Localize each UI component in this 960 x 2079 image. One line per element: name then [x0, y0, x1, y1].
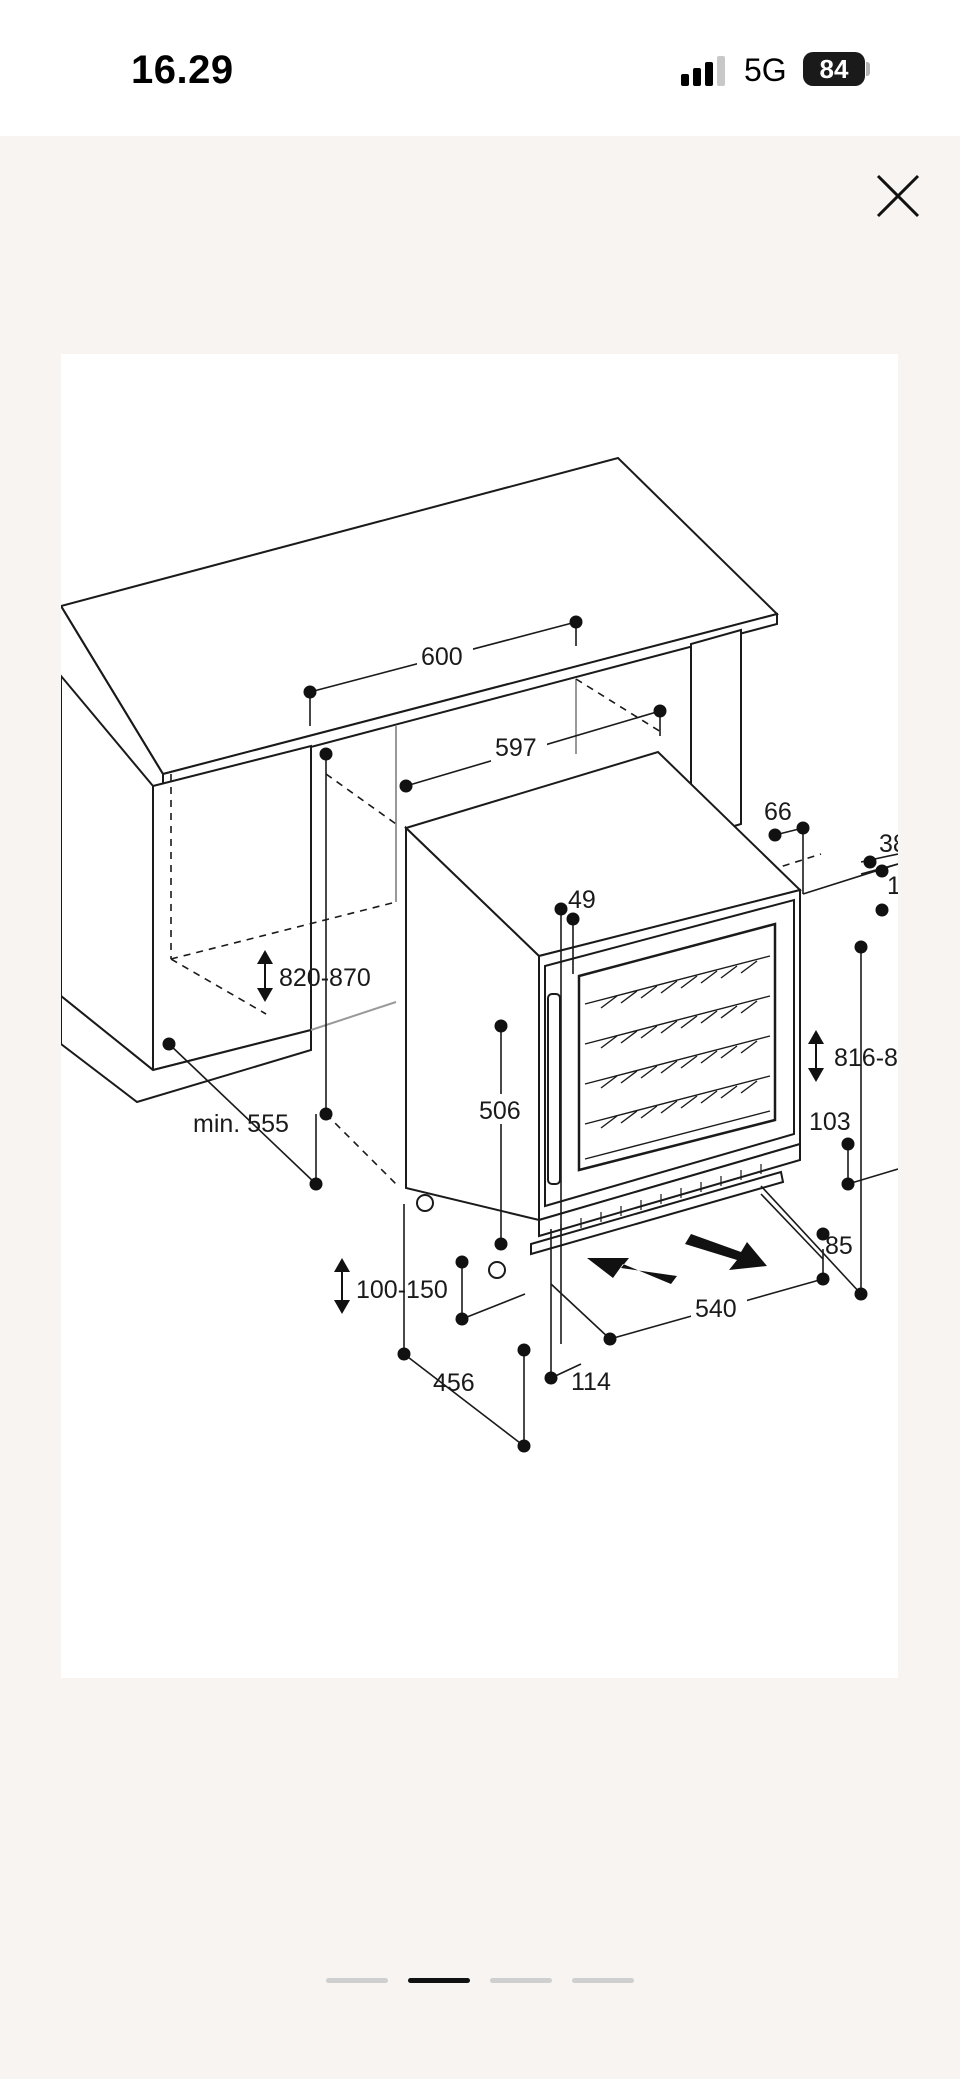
countertop-edge [162, 612, 778, 788]
page-dot[interactable] [572, 1978, 634, 1983]
page-dot-active[interactable] [408, 1978, 470, 1983]
air-intake-arrow [587, 1258, 677, 1284]
close-icon [876, 174, 920, 218]
dim-114: 114 [571, 1368, 611, 1396]
dim-820-870: 820-870 [279, 964, 371, 992]
status-bar: 16.29 5G 84 [0, 0, 960, 136]
close-button[interactable] [872, 170, 924, 222]
glass-door [577, 922, 777, 1172]
dim-min-555: min. 555 [193, 1110, 289, 1138]
dim-600: 600 [421, 643, 463, 671]
dim-506: 506 [479, 1097, 521, 1125]
dim-103: 103 [809, 1108, 851, 1136]
dim-38: 38 [879, 830, 898, 858]
dim-85: 85 [825, 1232, 853, 1260]
dim-1: 1 [887, 872, 898, 900]
dim-540: 540 [695, 1295, 737, 1323]
cellular-signal-icon [681, 54, 729, 86]
page-dot[interactable] [490, 1978, 552, 1983]
page-indicator [326, 1978, 636, 1986]
installation-diagram-image[interactable]: 600 597 66 38 1 49 820-870 816-8 506 min… [61, 354, 898, 1678]
dim-456: 456 [433, 1369, 475, 1397]
battery-icon: 84 [803, 52, 865, 86]
installation-diagram: 600 597 66 38 1 49 820-870 816-8 506 min… [61, 456, 898, 1453]
air-exhaust-arrow [685, 1234, 767, 1270]
countertop [61, 456, 779, 776]
dim-816: 816-8 [834, 1044, 898, 1072]
network-type: 5G [744, 52, 787, 88]
dim-66: 66 [764, 798, 792, 826]
dim-100-150: 100-150 [356, 1276, 448, 1304]
clock-time: 16.29 [131, 48, 234, 92]
dim-49: 49 [568, 886, 596, 914]
battery-cap [866, 62, 870, 76]
page-dot[interactable] [326, 1978, 388, 1983]
dim-597: 597 [495, 734, 537, 762]
